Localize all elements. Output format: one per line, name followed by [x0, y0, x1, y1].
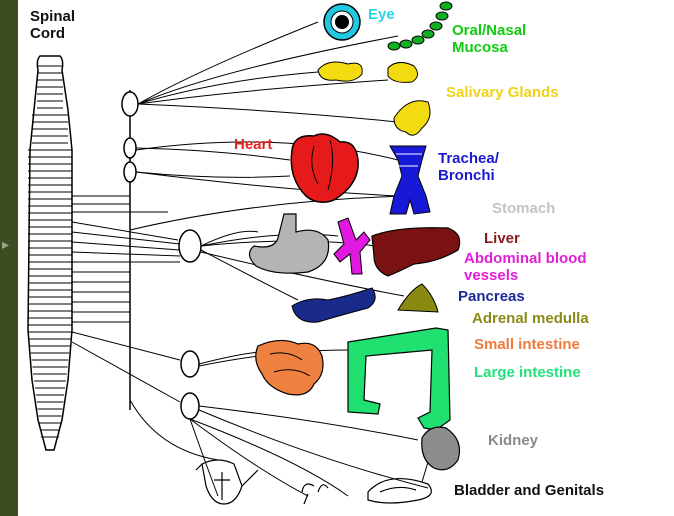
- trachea-label-line1: Trachea/: [438, 150, 499, 167]
- left-strip: ▸: [0, 0, 18, 516]
- trachea-bronchi-label: Trachea/ Bronchi: [438, 150, 499, 184]
- small-intestine-icon: [256, 340, 323, 394]
- adrenal-icon: [398, 284, 438, 312]
- eye-icon: [324, 4, 360, 40]
- pancreas-icon: [292, 288, 375, 322]
- stomach-label: Stomach: [492, 200, 555, 217]
- large-intestine-label: Large intestine: [474, 364, 581, 381]
- spinal-cord-label-line2: Cord: [30, 25, 75, 42]
- abdominal-vessels-label: Abdominal blood vessels: [464, 250, 586, 284]
- kidney-label: Kidney: [488, 432, 538, 449]
- abdominal-label-line2: vessels: [464, 267, 586, 284]
- mucosa-icon: [388, 2, 452, 50]
- bladder-genitals-icon: [196, 460, 431, 504]
- eye-label: Eye: [368, 6, 395, 23]
- heart-icon: [291, 134, 358, 202]
- prev-arrow-icon[interactable]: ▸: [2, 236, 9, 253]
- adrenal-medulla-label: Adrenal medulla: [472, 310, 589, 327]
- liver-label: Liver: [484, 230, 520, 247]
- pancreas-label: Pancreas: [458, 288, 525, 305]
- small-intestine-label: Small intestine: [474, 336, 580, 353]
- salivary-glands-label: Salivary Glands: [446, 84, 559, 101]
- oral-nasal-label-line1: Oral/Nasal: [452, 22, 526, 39]
- trachea-icon: [390, 146, 430, 214]
- stomach-icon: [249, 214, 328, 273]
- trachea-label-line2: Bronchi: [438, 167, 499, 184]
- heart-label: Heart: [234, 136, 272, 153]
- spinal-cord-label-line1: Spinal: [30, 8, 75, 25]
- salivary-glands-icon: [318, 62, 430, 135]
- spinal-cord-icon: [28, 56, 72, 450]
- diagram-canvas: Spinal Cord Eye Oral/Nasal Mucosa Saliva…: [18, 0, 674, 516]
- oral-nasal-label-line2: Mucosa: [452, 39, 526, 56]
- spinal-cord-label: Spinal Cord: [30, 8, 75, 42]
- kidney-icon: [422, 427, 460, 482]
- bladder-genitals-label: Bladder and Genitals: [454, 482, 604, 499]
- blood-vessels-icon: [334, 218, 370, 274]
- large-intestine-icon: [348, 328, 450, 430]
- liver-icon: [372, 228, 460, 276]
- abdominal-label-line1: Abdominal blood: [464, 250, 586, 267]
- oral-nasal-label: Oral/Nasal Mucosa: [452, 22, 526, 56]
